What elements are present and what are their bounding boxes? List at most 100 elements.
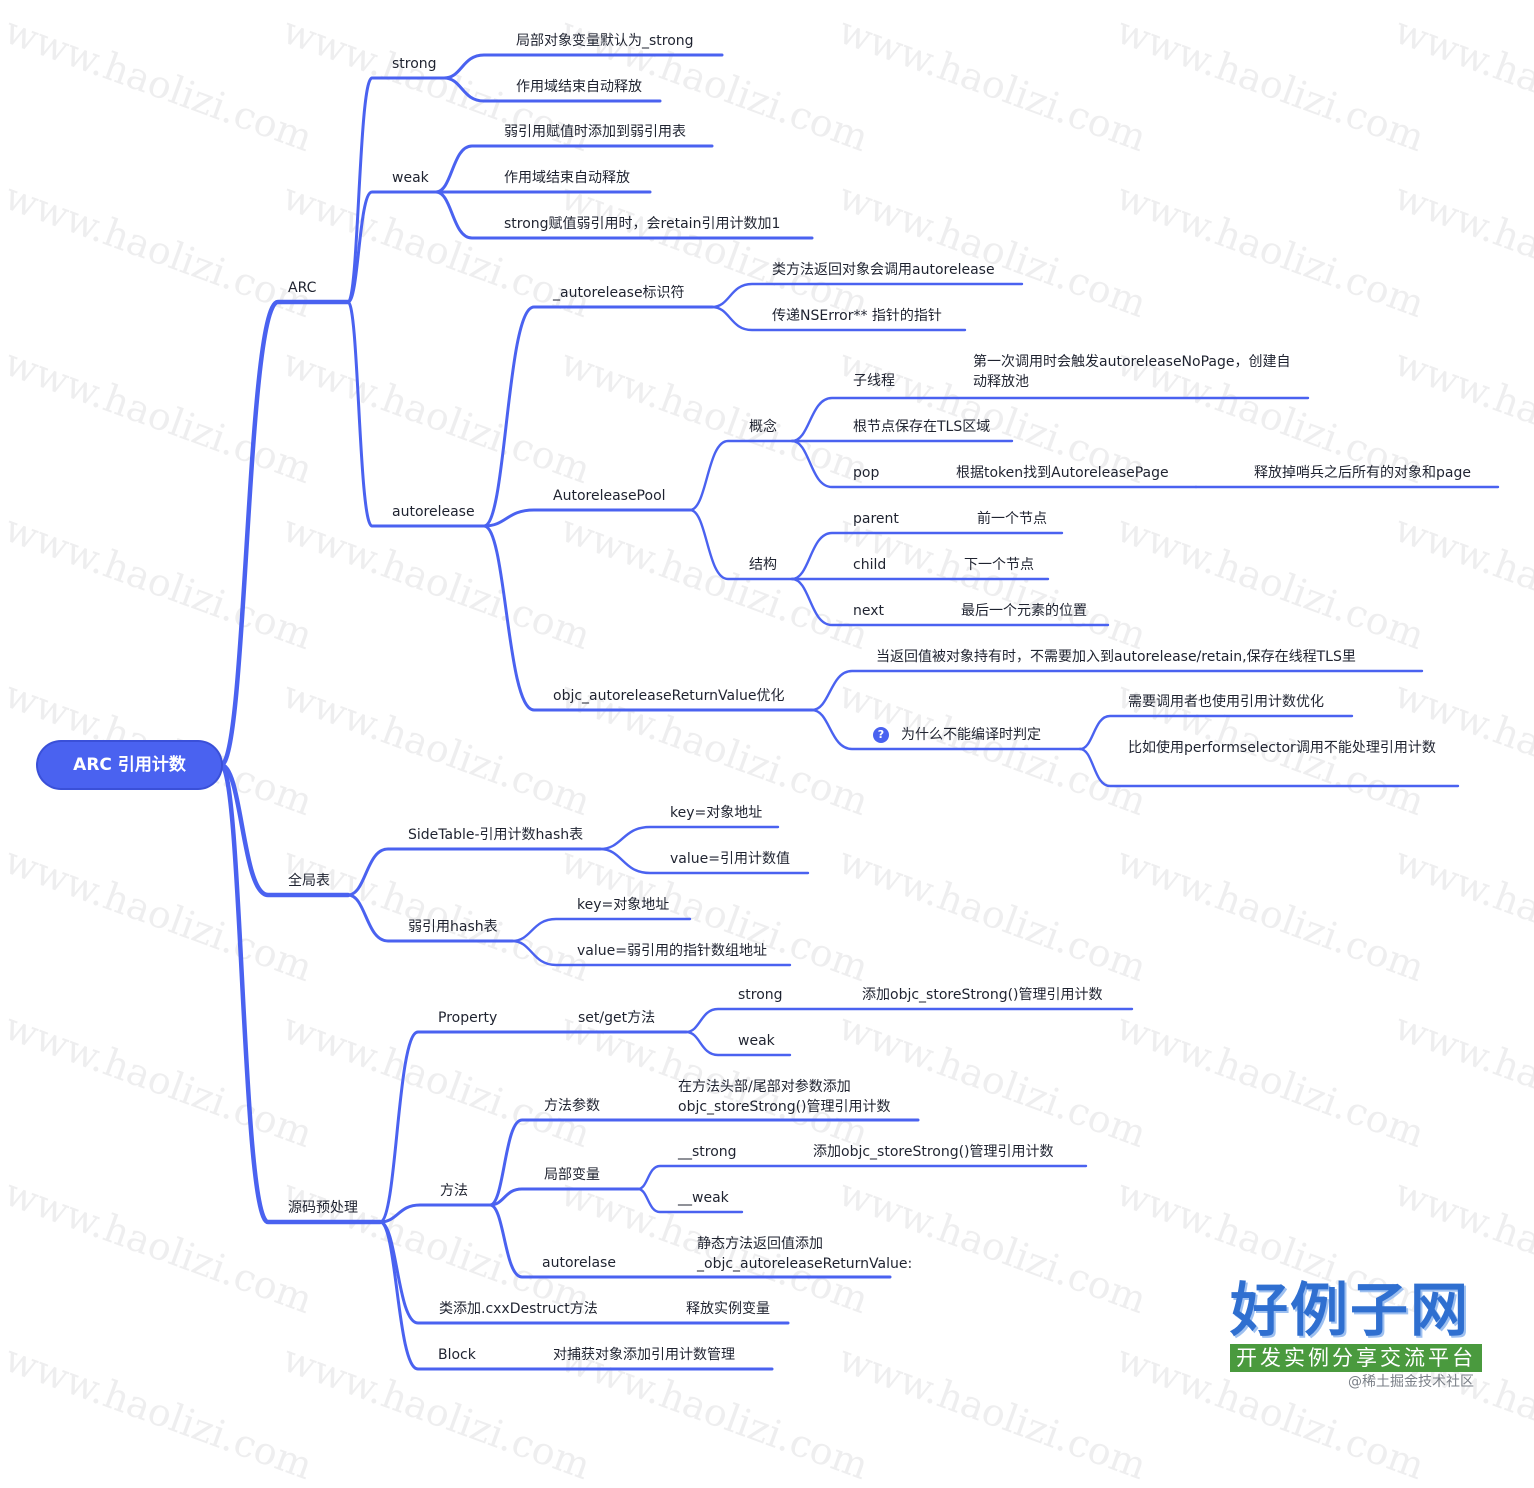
node-strong[interactable]: strong xyxy=(392,56,437,72)
node-local-weak[interactable]: __weak xyxy=(678,1190,729,1206)
connector-3 xyxy=(442,76,662,103)
node-why-compile[interactable]: 为什么不能编译时判定 xyxy=(901,727,1041,743)
connector-29 xyxy=(598,825,780,851)
connector-11 xyxy=(710,305,967,332)
connector-2 xyxy=(442,53,724,80)
node-weak-table[interactable]: 弱引用赋值时添加到弱引用表 xyxy=(504,124,686,140)
connector-7 xyxy=(434,190,814,240)
node-sidetable[interactable]: SideTable-引用计数hash表 xyxy=(408,827,584,843)
node-method-param[interactable]: 方法参数 xyxy=(544,1098,600,1114)
connector-12 xyxy=(482,508,692,528)
node-return-value-opt[interactable]: objc_autoreleaseReturnValue优化 xyxy=(553,688,785,704)
connector-19 xyxy=(790,531,1064,581)
node-pop[interactable]: pop xyxy=(853,465,880,481)
node-concept[interactable]: 概念 xyxy=(749,419,777,435)
node-opt-detail[interactable]: 当返回值被对象持有时，不需要加入到autorelease/retain,保存在线… xyxy=(876,649,1356,665)
connector-16 xyxy=(790,439,1198,489)
node-pop-token[interactable]: 根据token找到AutoreleasePage xyxy=(956,465,1169,481)
node-weak-hash-value[interactable]: value=弱引用的指针数组地址 xyxy=(577,943,767,959)
question-icon: ? xyxy=(873,727,889,743)
connector-32 xyxy=(510,917,692,943)
node-block[interactable]: Block xyxy=(438,1347,476,1363)
node-why-performselector[interactable]: 比如使用performselector调用不能处理引用计数 xyxy=(1128,740,1436,756)
node-local-var[interactable]: 局部变量 xyxy=(544,1167,600,1183)
connector-1 xyxy=(346,76,446,304)
node-setget-weak[interactable]: weak xyxy=(738,1033,775,1049)
connector-39 xyxy=(488,1118,920,1207)
connector-40 xyxy=(488,1187,640,1207)
node-child-detail[interactable]: 下一个节点 xyxy=(964,557,1034,573)
root-node[interactable]: ARC 引用计数 xyxy=(38,742,221,788)
node-sidetable-key[interactable]: key=对象地址 xyxy=(670,805,763,821)
node-autorelease[interactable]: autorelease xyxy=(392,504,475,520)
node-weak[interactable]: weak xyxy=(392,170,429,186)
connector-45 xyxy=(378,1220,774,1371)
node-strong-default[interactable]: 局部对象变量默认为_strong xyxy=(516,33,694,49)
node-next-detail[interactable]: 最后一个元素的位置 xyxy=(961,603,1087,619)
logo-title: 好例子网 xyxy=(1230,1276,1471,1344)
connector-38 xyxy=(378,1203,492,1224)
connector-30 xyxy=(598,847,810,875)
node-global-table[interactable]: 全局表 xyxy=(288,873,330,889)
logo-subtitle: 开发实例分享交流平台 xyxy=(1230,1344,1482,1372)
node-cxx-destruct[interactable]: 类添加.cxxDestruct方法 xyxy=(439,1301,598,1317)
node-why-caller[interactable]: 需要调用者也使用引用计数优化 xyxy=(1128,694,1324,710)
node-sub-thread-detail[interactable]: 第一次调用时会触发autoreleaseNoPage，创建自动释放池 xyxy=(973,354,1291,390)
node-method[interactable]: 方法 xyxy=(440,1183,468,1199)
node-local-strong-detail[interactable]: 添加objc_storeStrong()管理引用计数 xyxy=(813,1144,1054,1160)
node-sidetable-value[interactable]: value=引用计数值 xyxy=(670,851,790,867)
node-pop-release[interactable]: 释放掉哨兵之后所有的对象和page xyxy=(1254,465,1471,481)
connector-24 xyxy=(810,708,1082,751)
node-sub-thread[interactable]: 子线程 xyxy=(853,373,895,389)
node-child[interactable]: child xyxy=(853,557,887,573)
node-setget-strong-detail[interactable]: 添加objc_storeStrong()管理引用计数 xyxy=(862,987,1103,1003)
node-root-tls[interactable]: 根节点保存在TLS区域 xyxy=(853,419,991,435)
connector-42 xyxy=(636,1187,744,1214)
node-autorelease-mark[interactable]: _autorelease标识符 xyxy=(553,285,685,301)
node-local-strong[interactable]: __strong xyxy=(678,1144,737,1160)
node-weak-retain[interactable]: strong赋值弱引用时，会retain引用计数加1 xyxy=(504,216,781,232)
node-property[interactable]: Property xyxy=(438,1010,498,1026)
connector-18 xyxy=(688,508,794,581)
node-method-param-detail[interactable]: 在方法头部/尾部对参数添加 objc_storeStrong()管理引用计数 xyxy=(678,1079,891,1115)
connector-25 xyxy=(1078,714,1354,751)
node-parent-detail[interactable]: 前一个节点 xyxy=(977,511,1047,527)
connector-21 xyxy=(790,577,1110,627)
connector-43 xyxy=(488,1203,892,1279)
node-weak-hash-key[interactable]: key=对象地址 xyxy=(577,897,670,913)
node-autoreleasepool[interactable]: AutoreleasePool xyxy=(553,488,666,504)
node-arc[interactable]: ARC xyxy=(288,280,317,296)
connector-14 xyxy=(790,396,1310,443)
node-parent[interactable]: parent xyxy=(853,511,899,527)
node-block-detail[interactable]: 对捕获对象添加引用计数管理 xyxy=(553,1347,735,1363)
node-weak-scope[interactable]: 作用域结束自动释放 xyxy=(504,170,630,186)
connector-23 xyxy=(810,669,1424,712)
node-cxx-detail[interactable]: 释放实例变量 xyxy=(686,1301,770,1317)
connector-36 xyxy=(684,1007,1134,1034)
site-logo: 好例子网 开发实例分享交流平台 xyxy=(1230,1278,1482,1372)
node-nserror[interactable]: 传递NSError** 指针的指针 xyxy=(772,308,942,324)
node-structure[interactable]: 结构 xyxy=(749,557,777,573)
connector-layer xyxy=(218,53,1500,1371)
connector-22 xyxy=(482,524,814,712)
connector-13 xyxy=(688,439,794,512)
node-source-preprocess[interactable]: 源码预处理 xyxy=(288,1200,358,1216)
node-setget-strong[interactable]: strong xyxy=(738,987,783,1003)
connector-41 xyxy=(636,1164,1088,1191)
node-set-get[interactable]: set/get方法 xyxy=(578,1010,656,1026)
connector-10 xyxy=(710,282,1024,309)
connector-4 xyxy=(346,190,438,304)
node-autorelase[interactable]: autorelase xyxy=(542,1255,616,1271)
node-next[interactable]: next xyxy=(853,603,885,619)
connector-0 xyxy=(218,299,351,768)
node-autorelase-detail[interactable]: 静态方法返回值添加_objc_autoreleaseReturnValue: xyxy=(697,1236,913,1272)
node-class-method[interactable]: 类方法返回对象会调用autorelease xyxy=(772,262,995,278)
connector-33 xyxy=(510,939,792,967)
connector-37 xyxy=(684,1030,792,1057)
connector-5 xyxy=(434,144,714,194)
connector-35 xyxy=(378,1030,688,1224)
connector-27 xyxy=(218,762,351,898)
connector-8 xyxy=(346,300,486,528)
node-strong-scope[interactable]: 作用域结束自动释放 xyxy=(516,79,642,95)
node-weak-hash[interactable]: 弱引用hash表 xyxy=(408,919,498,935)
